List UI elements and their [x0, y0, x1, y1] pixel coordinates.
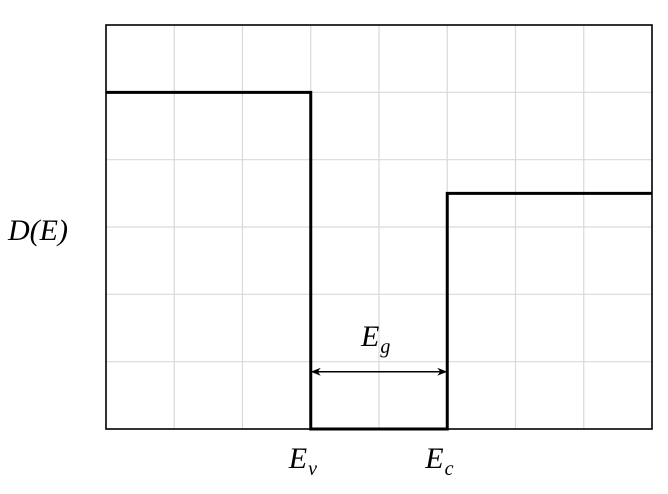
series-layer — [106, 90, 652, 431]
x-tick-label-main: E — [288, 442, 307, 475]
band-gap-label: Eg — [360, 320, 390, 358]
y-axis-label: D(E) — [7, 214, 68, 247]
y-axis-label-prefix: D( — [7, 214, 42, 247]
x-tick-label-main: E — [424, 442, 443, 475]
y-axis-label-variable: E — [39, 214, 58, 247]
band-gap-label-sub: g — [380, 336, 390, 358]
dos-step-line — [106, 90, 652, 431]
annotation-layer: Eg — [310, 320, 448, 376]
grid — [106, 25, 652, 429]
y-axis-label-suffix: ) — [56, 214, 68, 247]
band-gap-label-main: E — [360, 320, 379, 353]
x-tick-label-sub: v — [308, 458, 317, 480]
x-tick-label-sub: c — [445, 458, 454, 480]
x-tick-label: Ev — [288, 442, 317, 480]
x-tick-label: Ec — [424, 442, 453, 480]
